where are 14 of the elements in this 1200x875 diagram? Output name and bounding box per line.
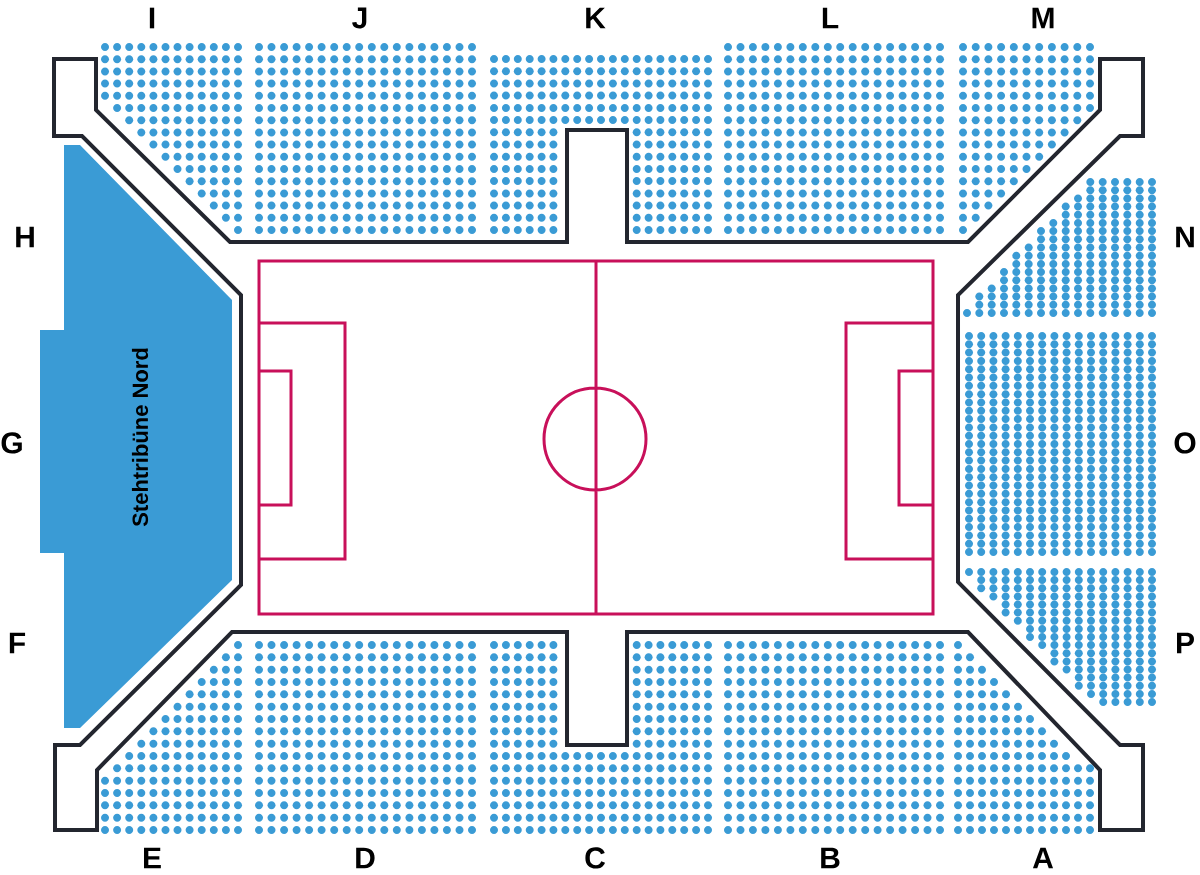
- section-letter: N: [1176, 226, 1194, 248]
- section-letter: I: [149, 7, 155, 29]
- section-letter: L: [822, 7, 839, 29]
- section-letter: C: [585, 847, 605, 869]
- section-letter: D: [356, 847, 375, 869]
- section-letter: M: [1032, 7, 1054, 29]
- section-letter: A: [1032, 847, 1054, 869]
- section-letter: K: [586, 7, 606, 29]
- standing-terrace: Stehtribüne Nord: [40, 145, 232, 728]
- section-letter: P: [1177, 632, 1194, 654]
- section-letter: B: [821, 847, 840, 869]
- section-letter: J: [352, 7, 367, 29]
- section-letter: O: [1174, 432, 1196, 454]
- section-letter: E: [144, 847, 161, 869]
